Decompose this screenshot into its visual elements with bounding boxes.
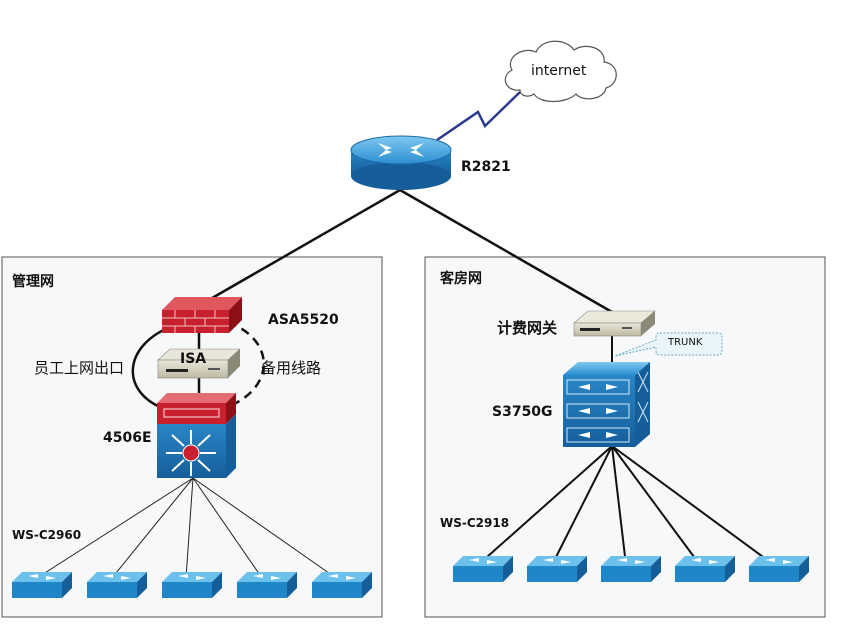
- firewall-label: ASA5520: [268, 312, 339, 328]
- backup-path-label: 备用线路: [261, 359, 322, 377]
- uplink-guest: [399, 188, 613, 314]
- layer3-switch-icon: [157, 393, 236, 478]
- core-switch-label: 4506E: [103, 430, 152, 446]
- isa-server-icon: [157, 348, 241, 379]
- router-icon: [350, 135, 452, 190]
- isa-label: ISA: [180, 351, 207, 367]
- firewall-icon: [162, 297, 242, 333]
- wan-link: [436, 91, 521, 142]
- router-label: R2821: [461, 159, 511, 175]
- management-access-label: WS-C2960: [12, 528, 82, 542]
- access-switch-icon: [312, 572, 372, 598]
- access-switch-icon: [237, 572, 297, 598]
- trunk-callout: [614, 332, 723, 357]
- guest-access-links: [477, 445, 775, 566]
- cloud-icon: [504, 40, 617, 103]
- access-switch-icon: [675, 556, 735, 582]
- management-zone-title: 管理网: [12, 274, 54, 290]
- gateway-icon: [573, 310, 656, 337]
- management-access-links: [36, 477, 337, 579]
- primary-path-label: 员工上网出口: [34, 359, 125, 377]
- access-switch-icon: [87, 572, 147, 598]
- access-switch-icon: [601, 556, 661, 582]
- gateway-label: 计费网关: [497, 319, 558, 337]
- management-access-switches: [12, 572, 372, 598]
- access-switch-icon: [453, 556, 513, 582]
- stack-switch-label: S3750G: [492, 404, 553, 420]
- primary-path-arc: [131, 323, 176, 412]
- access-switch-icon: [12, 572, 72, 598]
- access-switch-icon: [749, 556, 809, 582]
- guest-access-label: WS-C2918: [440, 516, 510, 530]
- uplink-management: [199, 188, 401, 307]
- stack-switch-icon: [563, 362, 650, 447]
- guest-zone-title: 客房网: [440, 271, 482, 287]
- access-switch-icon: [162, 572, 222, 598]
- trunk-label: TRUNK: [668, 337, 703, 348]
- backup-path-arc: [227, 320, 265, 407]
- guest-access-switches: [453, 556, 809, 582]
- cloud-label: internet: [531, 63, 587, 79]
- access-switch-icon: [527, 556, 587, 582]
